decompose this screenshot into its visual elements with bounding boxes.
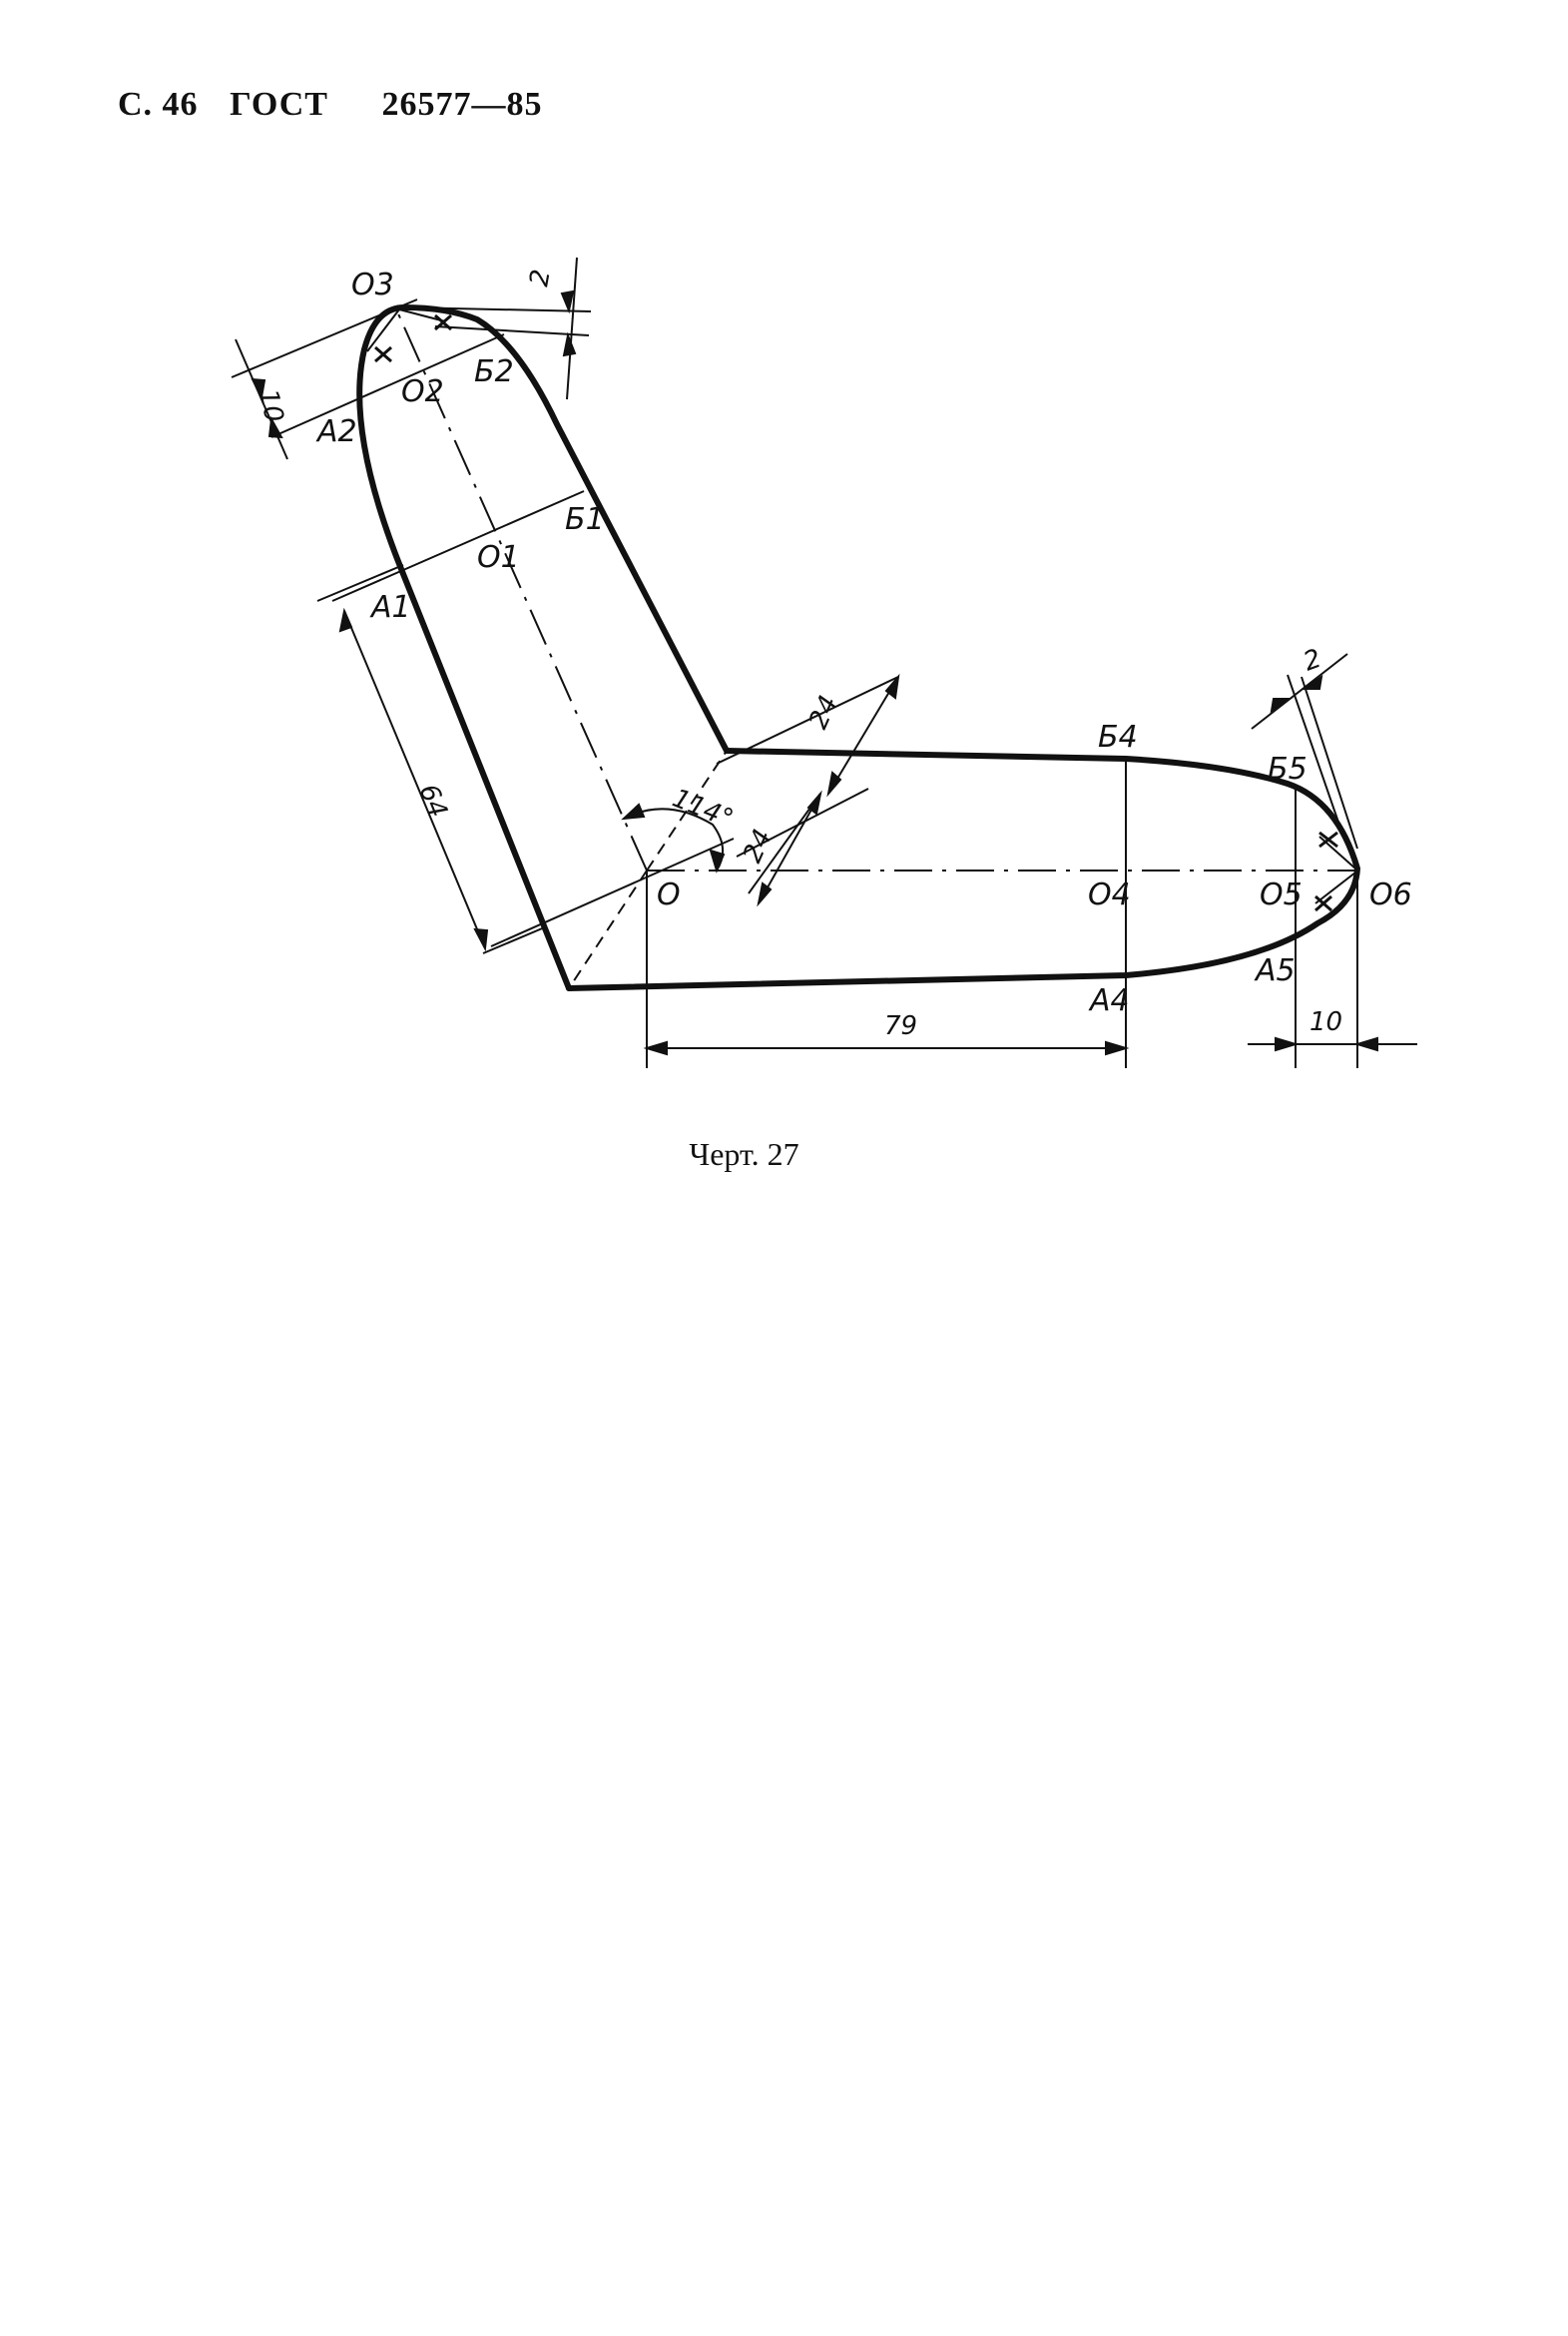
- construction-lines: [231, 298, 1359, 1068]
- dim-top-width: 10: [253, 386, 288, 425]
- dim-base-length: 79: [884, 1011, 917, 1041]
- cross-marks: [374, 313, 1338, 912]
- label-O1: O1: [477, 540, 520, 575]
- dim-angle: 114°: [668, 784, 737, 835]
- label-A1: A1: [369, 590, 411, 625]
- label-O4: O4: [1088, 877, 1131, 912]
- dim-upper-length: 64: [413, 780, 453, 822]
- standard-label: ГОСТ: [230, 86, 328, 123]
- label-O6: O6: [1369, 877, 1412, 912]
- dim-right-width: 10: [1309, 1007, 1342, 1037]
- figure-caption: Черт. 27: [689, 1136, 799, 1172]
- cross-line-O2: [270, 333, 505, 438]
- label-B2: Б2: [474, 354, 514, 389]
- label-O5: O5: [1260, 877, 1303, 912]
- label-B1: Б1: [565, 502, 605, 537]
- label-A4: A4: [1088, 983, 1130, 1018]
- label-B4: Б4: [1098, 720, 1138, 755]
- page-header: С. 46 ГОСТ 26577—85: [118, 86, 542, 124]
- dimension-lines: [235, 257, 1417, 1056]
- dim-right-offset: 2: [1300, 644, 1325, 678]
- outline: [356, 304, 1360, 991]
- dim-top-offset: 2: [524, 268, 556, 290]
- cross-line-O3: [231, 298, 418, 378]
- page-number: С. 46: [118, 86, 199, 123]
- point-labels: O3 Б2 O2 A2 Б1 O1 A1 Б4 Б5 O O4 O5 O6 A5…: [315, 268, 1412, 1018]
- dim-offset-upper: 24: [803, 691, 844, 733]
- label-O3: O3: [351, 268, 394, 302]
- cross-line-base: [490, 838, 735, 947]
- label-O: O: [657, 877, 681, 912]
- cross-line-O1: [331, 490, 585, 602]
- label-A5: A5: [1254, 953, 1296, 988]
- label-O2: O2: [401, 374, 444, 409]
- arm-axis: [396, 310, 648, 872]
- standard-code: 26577—85: [381, 86, 543, 123]
- lower-arm-outline: [566, 748, 1360, 991]
- label-A2: A2: [315, 414, 357, 449]
- label-B5: Б5: [1268, 752, 1307, 787]
